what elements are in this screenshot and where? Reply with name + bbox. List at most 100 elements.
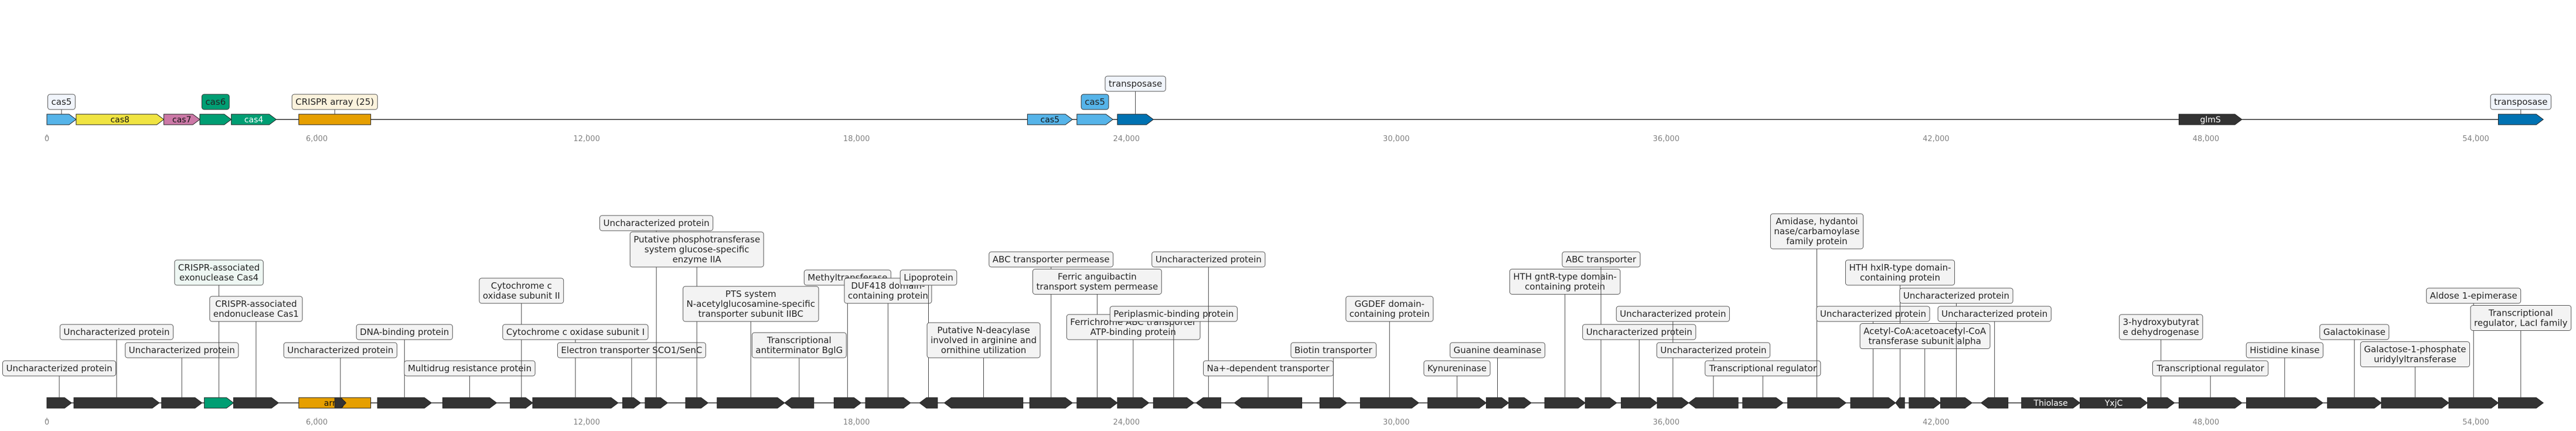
gene-b25 bbox=[1195, 397, 1221, 409]
callout-b39-text: Uncharacterized protein bbox=[1820, 309, 1926, 319]
gene-b23 bbox=[1117, 397, 1150, 409]
callout-b30-text: Guanine deaminase bbox=[1454, 345, 1542, 355]
gene-b50 bbox=[2381, 397, 2449, 409]
callout-b36: Uncharacterized protein bbox=[1656, 342, 1771, 358]
callout-b11-text: Cytochrome c oxidase subunit I bbox=[506, 327, 645, 337]
callout-b27: Biotin transporter bbox=[1290, 342, 1376, 358]
axis-tick-label: 18,000 bbox=[843, 418, 870, 427]
gene-b16 bbox=[784, 397, 815, 409]
callout-t_cas5: cas5 bbox=[47, 94, 76, 110]
gene-b26 bbox=[1234, 397, 1303, 409]
callout-b42: Uncharacterized protein bbox=[1899, 288, 2013, 304]
gene-b39 bbox=[1850, 397, 1896, 409]
gene-b03 bbox=[161, 397, 203, 409]
axis-tick-label: 6,000 bbox=[306, 135, 328, 143]
callout-b01-text: Uncharacterized protein bbox=[6, 363, 113, 374]
axis-tick-label: 18,000 bbox=[843, 135, 870, 143]
callout-t_trans2-text: transposase bbox=[2494, 97, 2547, 107]
gene-b05 bbox=[233, 397, 280, 409]
gene-b13 bbox=[645, 397, 669, 409]
gene-b21 bbox=[1029, 397, 1073, 409]
callout-b35: Uncharacterized protein bbox=[1616, 306, 1730, 322]
callout-b37-text: Transcriptional regulator bbox=[1709, 363, 1817, 374]
gene-b31 bbox=[1508, 397, 1532, 409]
callout-b09-text: Multidrug resistance protein bbox=[408, 363, 531, 374]
callout-b28: GGDEF domain-containing protein bbox=[1345, 296, 1434, 322]
gene-b04 bbox=[204, 397, 234, 409]
callout-b33-text: ABC transporter bbox=[1566, 254, 1637, 265]
callout-t_cas5c-text: cas5 bbox=[1085, 97, 1105, 107]
gene-label-t_cas5b: cas5 bbox=[1041, 115, 1059, 125]
callout-b09: Multidrug resistance protein bbox=[404, 360, 536, 377]
callout-b40: HTH hxlR-type domain-containing protein bbox=[1845, 259, 1955, 286]
gene-b38 bbox=[1787, 397, 1847, 409]
gene-b40 bbox=[1895, 397, 1905, 409]
axis-tick-label: 6,000 bbox=[306, 418, 328, 427]
callout-t_trans1: transposase bbox=[1105, 76, 1166, 92]
gene-b51 bbox=[2448, 397, 2499, 409]
gene-b37 bbox=[1742, 397, 1784, 409]
gene-b18 bbox=[865, 397, 911, 409]
gene-b02 bbox=[73, 397, 160, 409]
callout-b39: Uncharacterized protein bbox=[1816, 306, 1930, 322]
gene-t_cas4 bbox=[231, 114, 277, 125]
gene-b44 bbox=[2021, 397, 2081, 409]
gene-t_cas5c bbox=[1076, 114, 1114, 125]
callout-b01: Uncharacterized protein bbox=[2, 360, 117, 377]
callout-b49-text: Galactokinase bbox=[2323, 327, 2386, 337]
callout-b48-text: Histidine kinase bbox=[2250, 345, 2319, 355]
axis-tick-label: 54,000 bbox=[2462, 418, 2489, 427]
gene-b46 bbox=[2147, 397, 2175, 409]
gene-b19 bbox=[919, 397, 938, 409]
axis-tick-label: 24,000 bbox=[1113, 135, 1140, 143]
gene-b49 bbox=[2327, 397, 2382, 409]
gene-t_cas5b bbox=[1027, 114, 1073, 125]
callout-b43-text: Uncharacterized protein bbox=[1941, 309, 2047, 319]
axis-tick-label: 42,000 bbox=[1923, 135, 1950, 143]
callout-b51-text: Aldose 1-epimerase bbox=[2430, 290, 2517, 301]
callout-t_trans2: transposase bbox=[2490, 94, 2551, 110]
callout-b19: Lipoprotein bbox=[899, 269, 958, 286]
axis-tick-label: 42,000 bbox=[1923, 418, 1950, 427]
callout-t_cas6: cas6 bbox=[201, 94, 230, 110]
gene-b52 bbox=[2497, 397, 2544, 409]
gene-t_array bbox=[298, 114, 372, 125]
callout-b21: ABC transporter permease bbox=[989, 251, 1114, 268]
axis-tick-label: 12,000 bbox=[573, 135, 600, 143]
callout-b36-text: Uncharacterized protein bbox=[1660, 345, 1766, 355]
callout-b21-text: ABC transporter permease bbox=[993, 254, 1110, 265]
axis-tick-label: 0 bbox=[45, 135, 49, 143]
gene-label-t_cas4: cas4 bbox=[244, 115, 264, 125]
gene-b42 bbox=[1940, 397, 1973, 409]
callout-t_cas6-text: cas6 bbox=[205, 97, 226, 107]
gene-b01 bbox=[46, 397, 73, 409]
gene-b10 bbox=[510, 397, 533, 409]
gene-label-t_glmS: glmS bbox=[2200, 115, 2220, 125]
callout-b13: Uncharacterized protein bbox=[599, 215, 714, 231]
callout-b26: Na+-dependent transporter bbox=[1203, 360, 1334, 377]
callout-b02: Uncharacterized protein bbox=[59, 324, 174, 340]
callout-b08-text: DNA-binding protein bbox=[360, 327, 449, 337]
gene-b28 bbox=[1359, 397, 1420, 409]
callout-b19-text: Lipoprotein bbox=[904, 272, 953, 283]
gene-b15 bbox=[717, 397, 785, 409]
gene-b09 bbox=[442, 397, 498, 409]
gene-t_trans1 bbox=[1117, 114, 1154, 125]
callout-b03-text: Uncharacterized protein bbox=[129, 345, 235, 355]
callout-b07-text: Uncharacterized protein bbox=[287, 345, 393, 355]
callout-b24-text: Periplasmic-binding protein bbox=[1113, 309, 1234, 319]
callout-b42-text: Uncharacterized protein bbox=[1903, 290, 2009, 301]
axis-tick-label: 12,000 bbox=[573, 418, 600, 427]
